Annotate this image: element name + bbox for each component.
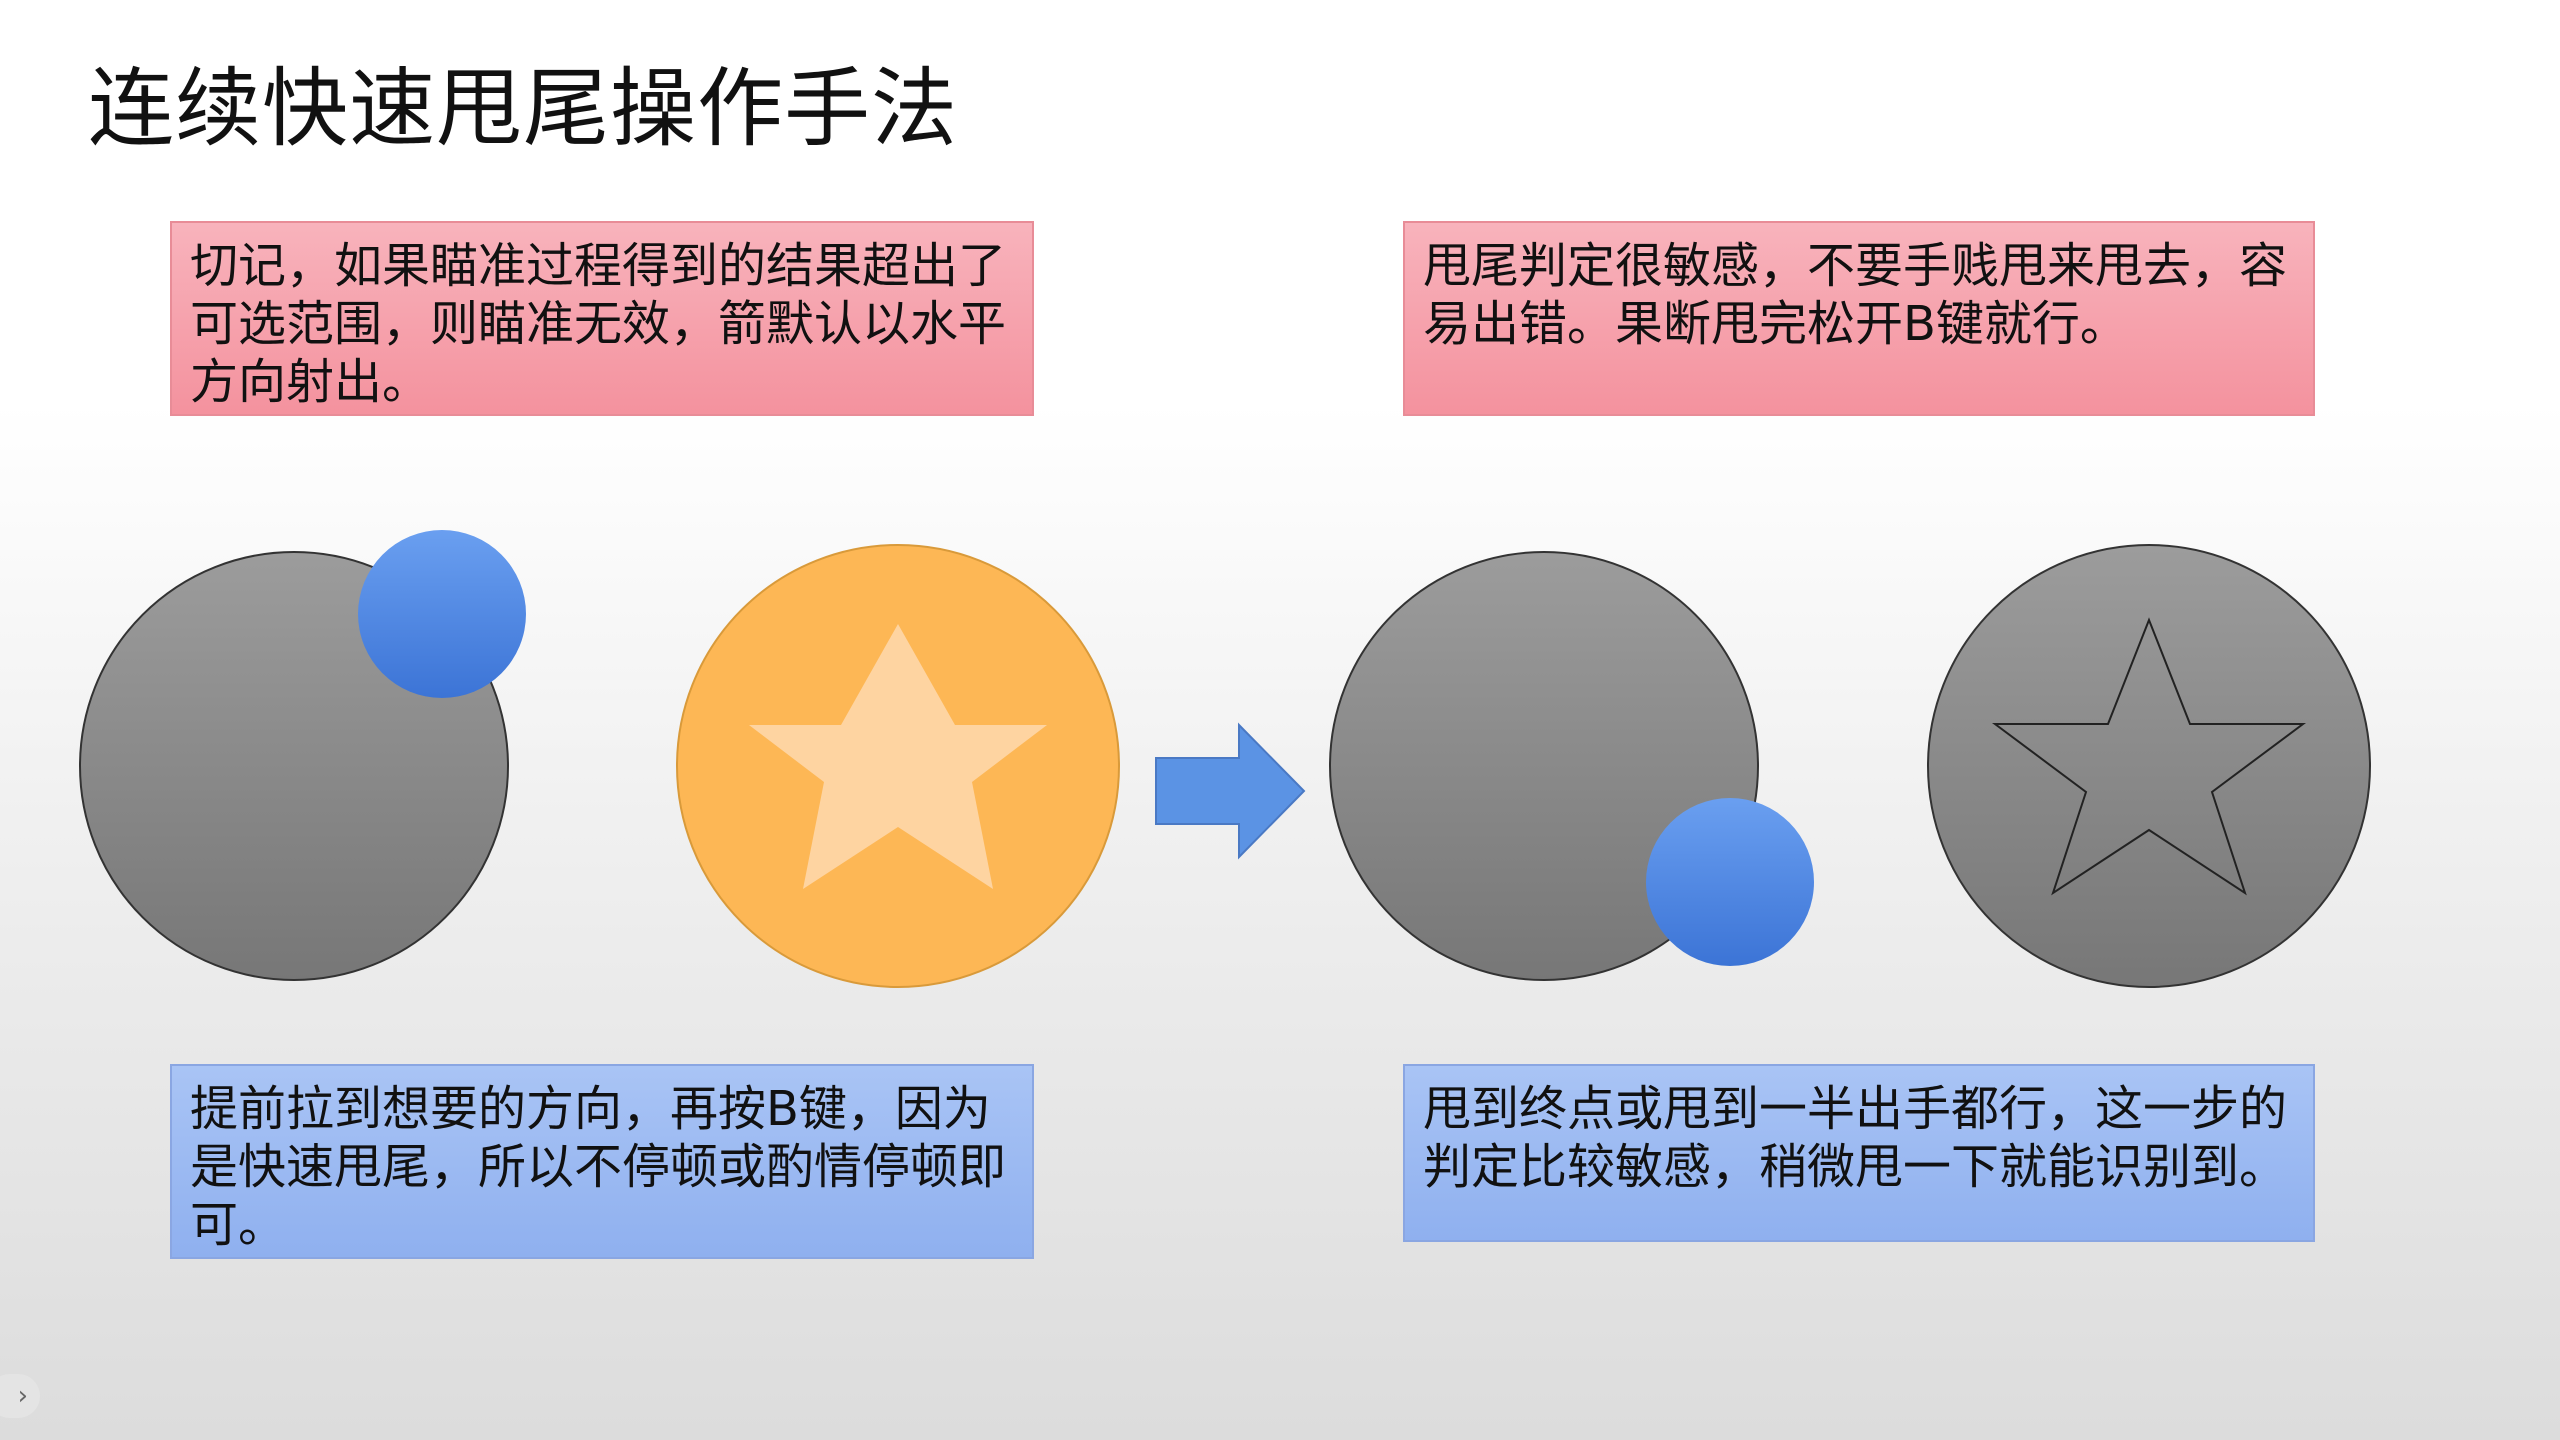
chevron-right-icon[interactable]: › [0,1374,40,1418]
note-bottom-left: 提前拉到想要的方向，再按B键，因为是快速甩尾，所以不停顿或酌情停顿即可。 [170,1064,1034,1259]
star-outline-icon [1991,617,2307,896]
slide-title: 连续快速甩尾操作手法 [88,59,958,159]
note-top-left: 切记，如果瞄准过程得到的结果超出了可选范围，则瞄准无效，箭默认以水平方向射出。 [170,221,1034,416]
note-top-right: 甩尾判定很敏感，不要手贱甩来甩去，容易出错。果断甩完松开B键就行。 [1403,221,2315,416]
blue-ball-1 [358,530,526,698]
star-filled-icon [749,624,1047,889]
blue-ball-2 [1646,798,1814,966]
note-bottom-right: 甩到终点或甩到一半出手都行，这一步的判定比较敏感，稍微甩一下就能识别到。 [1403,1064,2315,1242]
right-arrow-icon [1155,722,1306,860]
gray-circle-3 [1927,544,2371,988]
